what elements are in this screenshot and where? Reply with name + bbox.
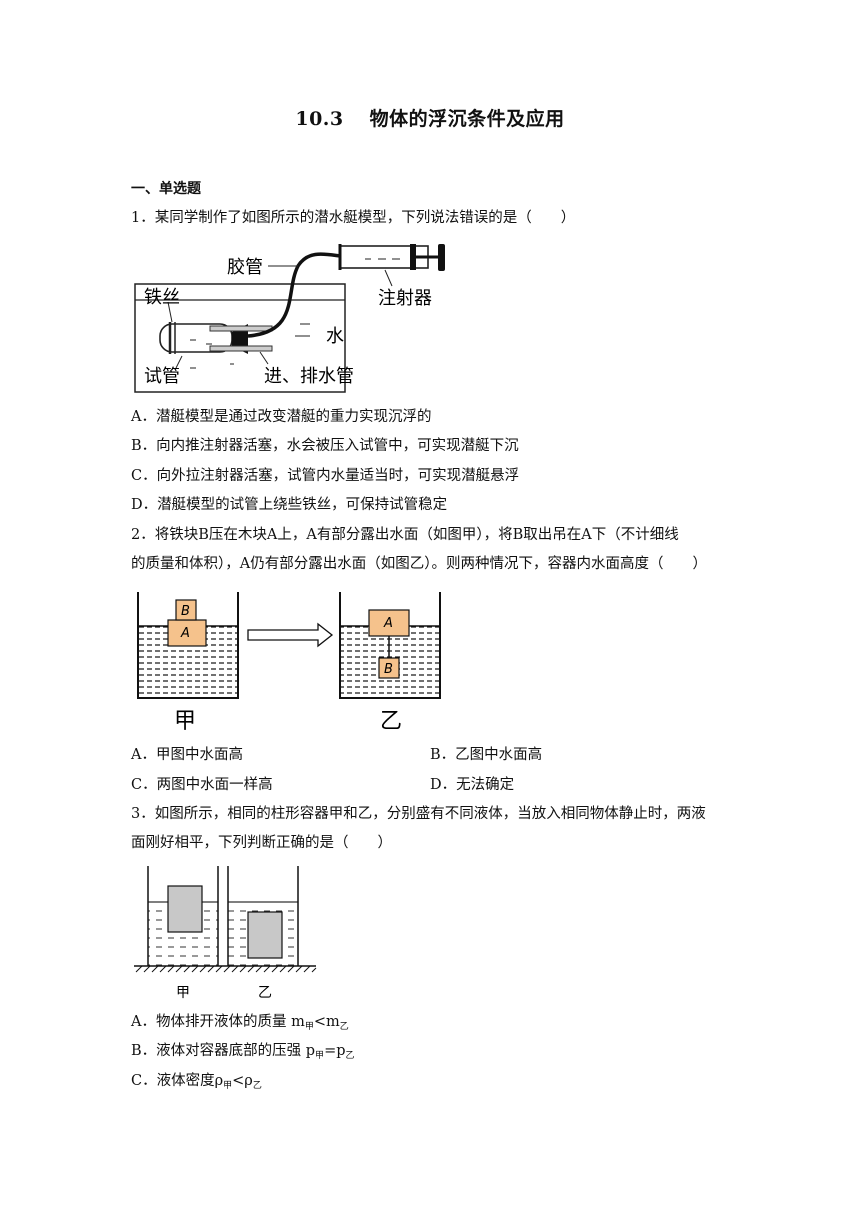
- q3-option-a-rel: <m: [313, 1014, 340, 1030]
- q1-submarine-figure: 胶管 注射器 铁丝 水 试管 进、排水管: [134, 244, 445, 393]
- tube-label: 试管: [144, 366, 180, 387]
- q3-option-a-sub2: 乙: [339, 1022, 349, 1032]
- q3-label-right: 乙: [258, 985, 272, 1001]
- q3-option-b-sub1: 甲: [315, 1051, 325, 1061]
- hose-label: 胶管: [227, 257, 263, 278]
- q3-stem-line1: 3．如图所示，相同的柱形容器甲和乙，分别盛有不同液体，当放入相同物体静止时，两液: [131, 806, 706, 822]
- q2-right-block-a: A: [383, 616, 393, 631]
- q3-option-a-sub1: 甲: [304, 1022, 314, 1032]
- syringe-label: 注射器: [378, 288, 432, 309]
- q3-option-a-text: A．物体排开液体的质量 m: [131, 1014, 305, 1030]
- q2-figure: A B A B 甲 乙: [137, 592, 441, 734]
- q2-stem-line2: 的质量和体积），A仍有部分露出水面（如图乙）。则两种情况下，容器内水面高度（ ）: [131, 556, 707, 572]
- q2-left-block-b: B: [181, 604, 190, 619]
- q1-option-b: B．向内推注射器活塞，水会被压入试管中，可实现潜艇下沉: [131, 438, 519, 454]
- q3-option-c-rel: <ρ: [232, 1073, 253, 1089]
- q3-option-b: B．液体对容器底部的压强 p甲=p乙: [131, 1041, 355, 1066]
- q2-label-left: 甲: [174, 709, 196, 734]
- water-label: 水: [326, 326, 344, 347]
- q3-label-left: 甲: [176, 985, 190, 1001]
- q1-option-a: A．潜艇模型是通过改变潜艇的重力实现沉浮的: [131, 409, 432, 425]
- title-number: 10.3: [295, 108, 344, 130]
- section-heading: 一、单选题: [131, 181, 201, 197]
- title-text: 物体的浮沉条件及应用: [369, 108, 565, 130]
- q3-option-c-text: C．液体密度ρ: [131, 1073, 224, 1089]
- q3-option-c-sub2: 乙: [252, 1081, 262, 1091]
- q3-option-c-sub1: 甲: [223, 1081, 233, 1091]
- pipe-label: 进、排水管: [264, 366, 354, 387]
- q2-option-a: A．甲图中水面高: [131, 747, 243, 763]
- page-title: 10.3 物体的浮沉条件及应用: [0, 104, 860, 131]
- q3-figure: 甲 乙: [134, 866, 317, 1001]
- q2-option-d: D．无法确定: [430, 777, 515, 793]
- q3-stem-line2: 面刚好相平，下列判断正确的是（ ）: [131, 835, 392, 851]
- q3-option-c: C．液体密度ρ甲<ρ乙: [131, 1071, 262, 1096]
- q2-option-c: C．两图中水面一样高: [131, 777, 273, 793]
- q2-option-b: B．乙图中水面高: [430, 747, 543, 763]
- q3-option-b-sub2: 乙: [345, 1051, 355, 1061]
- q2-label-right: 乙: [380, 709, 402, 734]
- q1-option-c: C．向外拉注射器活塞，试管内水量适当时，可实现潜艇悬浮: [131, 468, 520, 484]
- wire-label: 铁丝: [144, 287, 180, 308]
- q1-option-d: D．潜艇模型的试管上绕些铁丝，可保持试管稳定: [131, 497, 448, 513]
- q2-stem-line1: 2．将铁块B压在木块A上，A有部分露出水面（如图甲），将B取出吊在A下（不计细线: [131, 527, 679, 543]
- q3-option-a: A．物体排开液体的质量 m甲<m乙: [131, 1012, 349, 1037]
- q3-option-b-rel: =p: [324, 1043, 346, 1059]
- q2-right-block-b: B: [384, 662, 393, 677]
- q1-stem: 1．某同学制作了如图所示的潜水艇模型，下列说法错误的是（ ）: [131, 210, 576, 226]
- q2-left-block-a: A: [180, 626, 190, 641]
- q3-option-b-text: B．液体对容器底部的压强 p: [131, 1043, 316, 1059]
